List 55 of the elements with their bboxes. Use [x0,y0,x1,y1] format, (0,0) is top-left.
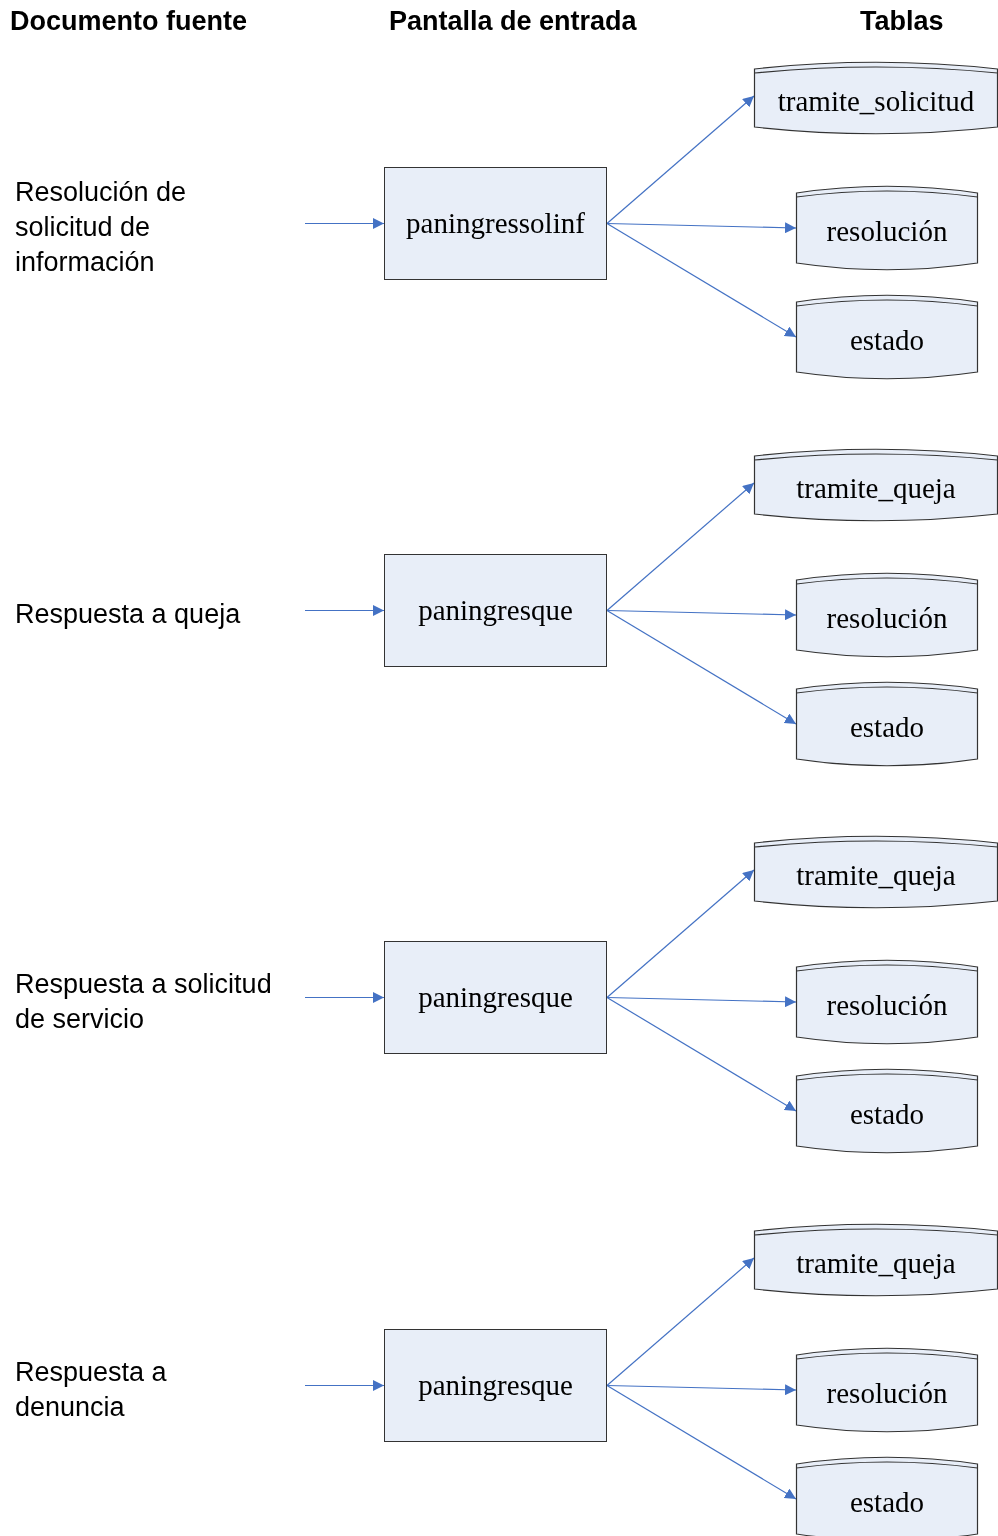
table-name: resolución [826,601,948,635]
arrow [606,95,755,225]
screen-name: paningresque [418,594,573,627]
screen-box [384,1329,607,1442]
table-cylinder [754,449,998,521]
table-name: estado [849,1485,925,1519]
column-header: Tablas [860,5,944,38]
screen-box [384,167,607,280]
arrow [606,869,755,999]
arrow [606,1384,797,1500]
table-cylinder [796,295,978,379]
table-cylinder [796,960,978,1044]
screen-box [384,941,607,1054]
source-document-label: Respuesta a solicitud de servicio [15,968,273,1036]
table-cylinder [796,1457,978,1536]
arrow [606,222,797,338]
column-header: Documento fuente [10,5,247,38]
screen-box [384,554,607,667]
table-name: tramite_queja [796,471,956,505]
arrow [606,1384,797,1396]
table-name: estado [849,710,925,744]
table-name: estado [849,1097,925,1131]
table-name: resolución [826,988,948,1022]
arrow [606,996,797,1112]
column-header: Pantalla de entrada [389,5,637,38]
table-cylinder [754,836,998,908]
arrow [304,1380,385,1391]
source-document-label: Respuesta a queja [15,598,242,631]
screen-name: paningresque [418,981,573,1014]
table-name: estado [849,323,925,357]
arrow [606,996,797,1008]
arrow [606,609,797,725]
screen-name: paningressolinf [406,207,585,240]
table-cylinder [796,1069,978,1153]
table-name: tramite_solicitud [777,84,975,118]
table-cylinder [754,62,998,134]
arrow [606,222,797,234]
table-name: resolución [826,214,948,248]
table-cylinder [796,682,978,766]
table-name: tramite_queja [796,858,956,892]
arrow [304,605,385,616]
table-cylinder [754,1224,998,1296]
table-name: tramite_queja [796,1246,956,1280]
table-cylinder [796,573,978,657]
arrow [606,1257,755,1387]
arrow [606,609,797,621]
arrow [606,482,755,612]
source-document-label: Resolución de solicitud de información [15,176,188,279]
table-name: resolución [826,1376,948,1410]
source-document-label: Respuesta a denuncia [15,1356,168,1424]
arrow [304,218,385,229]
arrow [304,992,385,1003]
screen-name: paningresque [418,1369,573,1402]
table-cylinder [796,1348,978,1432]
table-cylinder [796,186,978,270]
